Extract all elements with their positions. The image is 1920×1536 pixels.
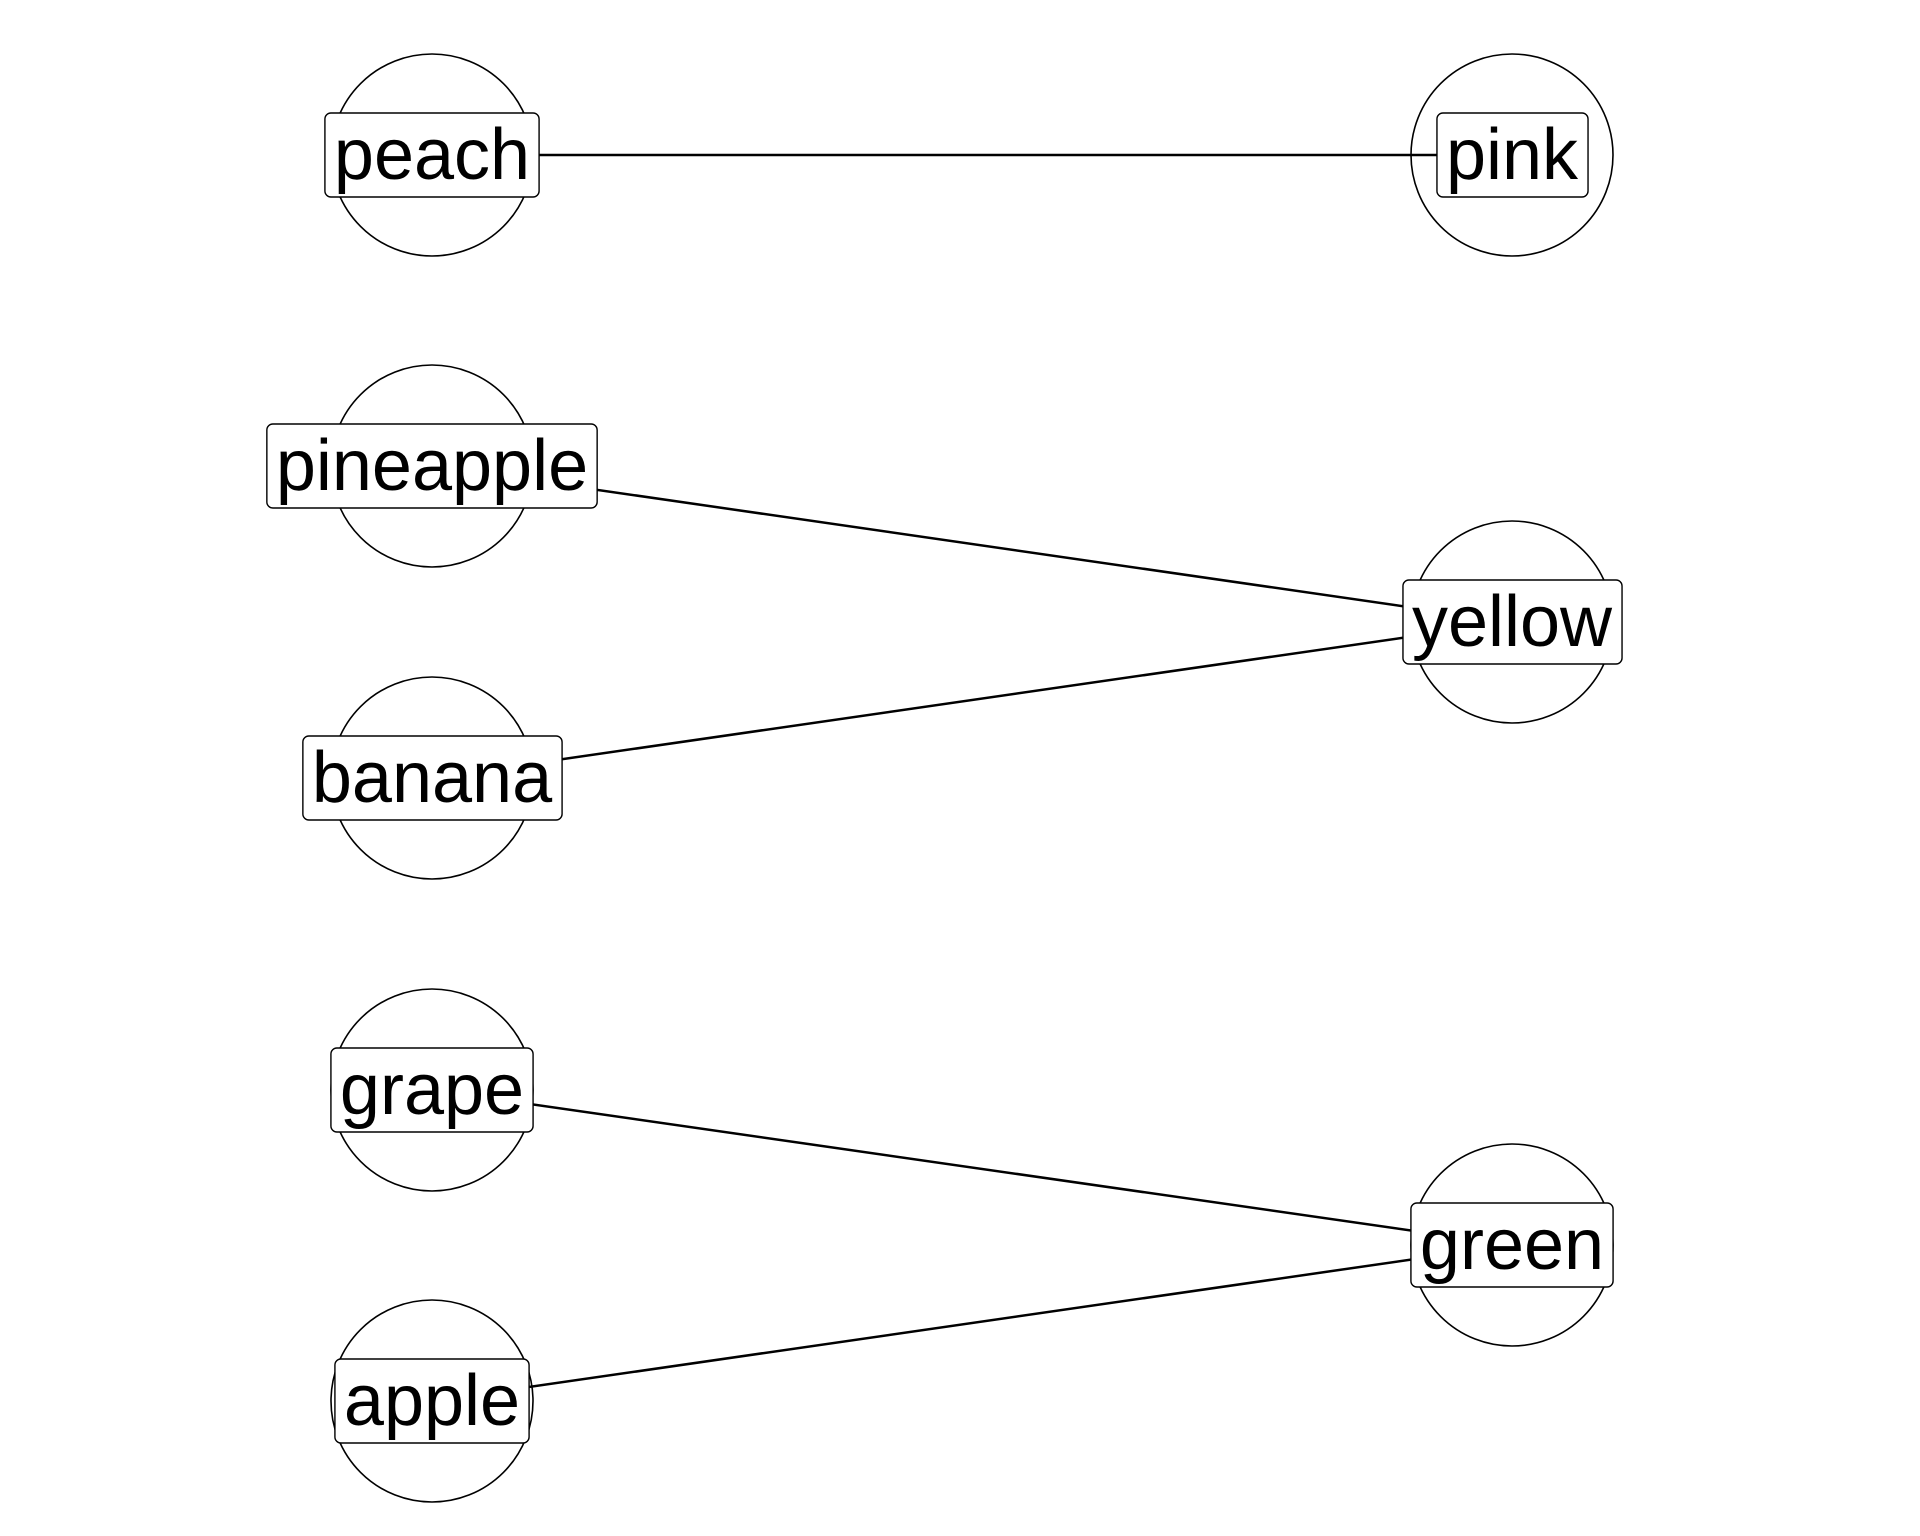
node-label-pink: pink — [1446, 115, 1579, 195]
nodes-layer: peach pineapple banana grape apple pink yellow… — [266, 53, 1623, 1503]
node-label-box-grape — [330, 1047, 534, 1133]
node-label-box-green — [1410, 1202, 1614, 1288]
node-label-grape: grape — [340, 1050, 524, 1130]
node-label-green: green — [1420, 1205, 1604, 1285]
node-yellow: yellow — [1402, 520, 1623, 724]
node-label-peach: peach — [334, 115, 530, 195]
node-label-pineapple: pineapple — [276, 426, 588, 506]
node-peach: peach — [324, 53, 540, 257]
node-label-apple: apple — [344, 1361, 520, 1441]
node-grape: grape — [330, 988, 534, 1192]
node-circle-pink — [1410, 53, 1614, 257]
edges-layer — [431, 153, 1513, 1403]
node-label-box-apple — [334, 1358, 530, 1444]
node-label-box-pink — [1436, 112, 1589, 198]
node-label-yellow: yellow — [1412, 582, 1613, 662]
node-label-box-pineapple — [266, 423, 598, 509]
node-label-box-banana — [302, 735, 563, 821]
edge-grape-green — [431, 1088, 1513, 1247]
node-banana: banana — [302, 676, 563, 880]
node-label-banana: banana — [312, 738, 553, 818]
node-pineapple: pineapple — [266, 364, 598, 568]
node-label-box-peach — [324, 112, 540, 198]
edge-pineapple-yellow — [431, 464, 1513, 624]
edge-banana-yellow — [431, 620, 1513, 780]
node-green: green — [1410, 1143, 1614, 1347]
node-pink: pink — [1410, 53, 1614, 257]
node-apple: apple — [330, 1299, 534, 1503]
node-circle-apple — [330, 1299, 534, 1503]
node-label-box-yellow — [1402, 579, 1623, 665]
edge-apple-green — [431, 1243, 1513, 1403]
